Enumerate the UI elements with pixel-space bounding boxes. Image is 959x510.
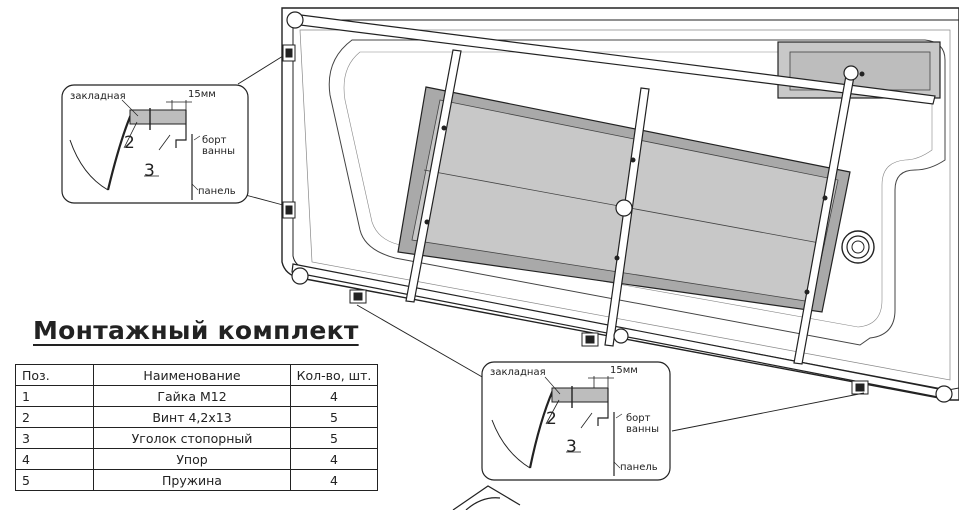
table-cell-qty: 4 (290, 469, 378, 491)
table-cell-name: Пружина (93, 469, 291, 491)
detail-top-rim-label-2: ванны (202, 146, 235, 157)
table-cell-pos: 3 (15, 427, 94, 449)
page-title: Монтажный комплект (33, 316, 359, 345)
bolt-dots (424, 71, 865, 295)
table-row: 1 Гайка М12 4 (15, 385, 378, 407)
table-row: 2 Винт 4,2х13 5 (15, 406, 378, 428)
drain-icon (841, 230, 875, 264)
table-row: 4 Упор 4 (15, 448, 378, 470)
table-cell-name: Гайка М12 (93, 385, 291, 407)
table-cell-name: Уголок стопорный (93, 427, 291, 449)
detail-top-callout-3: 3 (144, 161, 155, 181)
detail-bottom-rim-label-1: борт (626, 413, 651, 424)
table-cell-pos: 5 (15, 469, 94, 491)
frame-cross-bars (405, 49, 856, 365)
table-cell-qty: 5 (290, 427, 378, 449)
table-header-qty: Кол-во, шт. (290, 364, 378, 386)
table-header-name: Наименование (93, 364, 291, 386)
mounting-kit-table: Поз. Наименование Кол-во, шт. 1 Гайка М1… (15, 364, 378, 491)
table-cell-pos: 4 (15, 448, 94, 470)
detail-bottom-callout-2: 2 (546, 409, 557, 429)
table-row: 3 Уголок стопорный 5 (15, 427, 378, 449)
table-row: 5 Пружина 4 (15, 469, 378, 491)
leader-lines (237, 55, 865, 432)
detail-bottom-callout-3: 3 (566, 437, 577, 457)
bottom-fragment (452, 485, 521, 510)
table-cell-name: Винт 4,2х13 (93, 406, 291, 428)
detail-top-embed-label: закладная (70, 91, 126, 102)
table-cell-qty: 4 (290, 385, 378, 407)
table-cell-name: Упор (93, 448, 291, 470)
detail-top: закладная 15мм борт ванны панель 2 3 (61, 84, 249, 204)
detail-bottom: закладная 15мм борт ванны панель 2 3 (481, 361, 671, 481)
detail-top-gap-label: 15мм (188, 89, 216, 100)
table-cell-pos: 1 (15, 385, 94, 407)
table-cell-qty: 4 (290, 448, 378, 470)
table-header-pos: Поз. (15, 364, 94, 386)
detail-top-callout-2: 2 (124, 133, 135, 153)
detail-top-rim-label-1: борт (202, 135, 227, 146)
table-cell-pos: 2 (15, 406, 94, 428)
detail-bottom-gap-label: 15мм (610, 365, 638, 376)
frame-joints (286, 11, 953, 403)
detail-bottom-panel-label: панель (620, 462, 658, 473)
table-header-row: Поз. Наименование Кол-во, шт. (15, 364, 378, 386)
detail-bottom-rim-label-2: ванны (626, 424, 659, 435)
detail-bottom-embed-label: закладная (490, 367, 546, 378)
detail-top-panel-label: панель (198, 186, 236, 197)
side-brackets (282, 44, 869, 395)
table-cell-qty: 5 (290, 406, 378, 428)
